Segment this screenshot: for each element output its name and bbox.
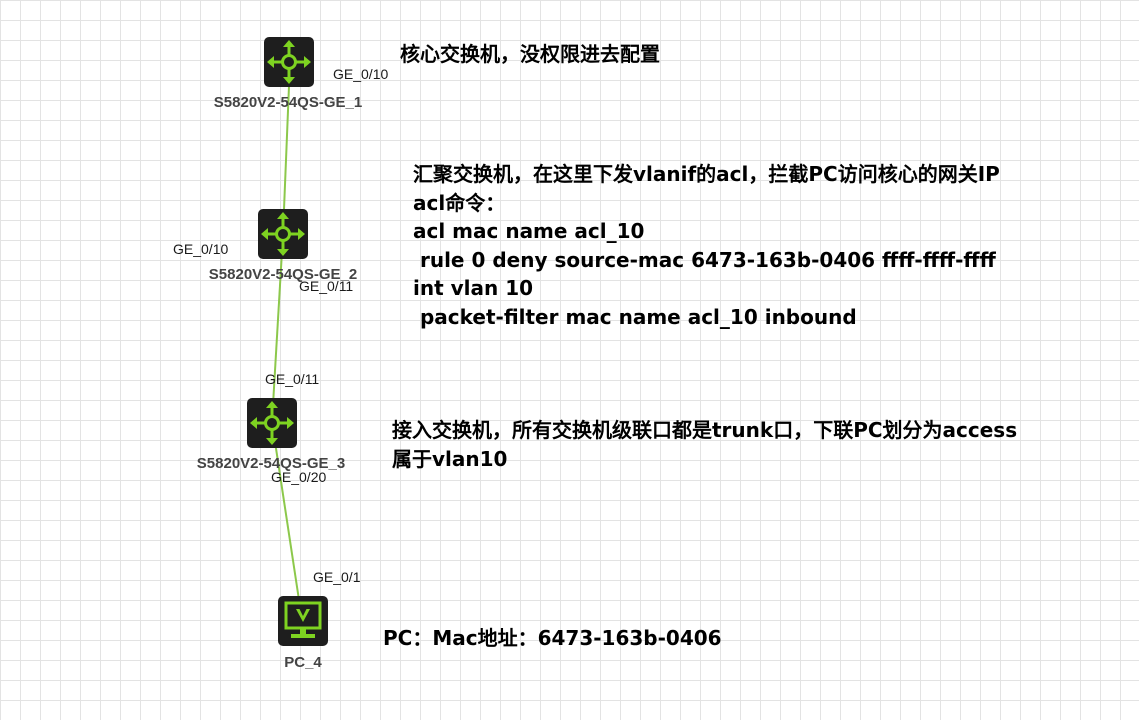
switch-node-1[interactable]	[264, 37, 314, 87]
port-label-sw2-up: GE_0/10	[173, 241, 229, 257]
switch-node-2[interactable]	[258, 209, 308, 259]
note-agg-line-1: 汇聚交换机，在这里下发vlanif的acl，拦截PC访问核心的网关IP	[413, 162, 1000, 186]
device-label-pc: PC_4	[284, 654, 322, 671]
note-agg-line-2: acl命令：	[413, 190, 506, 215]
device-label-2: S5820V2-54QS-GE_2	[208, 266, 358, 283]
switch-icon	[247, 398, 297, 448]
note-access-line-2: 属于vlan10	[392, 447, 508, 471]
note-agg-line-3: acl mac name acl_10	[413, 219, 645, 243]
device-label-1: S5820V2-54QS-GE_1	[213, 94, 363, 111]
switch-node-3[interactable]	[247, 398, 297, 448]
monitor-icon	[278, 596, 328, 646]
port-label-sw2-down: GE_0/11	[299, 278, 354, 294]
note-agg-line-5: int vlan 10	[413, 276, 534, 300]
link-sw2-sw3[interactable]	[271, 233, 284, 423]
port-label-sw3-up: GE_0/11	[265, 371, 320, 387]
note-access-line-1: 接入交换机，所有交换机级联口都是trunk口，下联PC划分为access	[392, 418, 1018, 442]
note-agg-line-6: packet-filter mac name acl_10 inbound	[413, 304, 857, 329]
pc-node[interactable]	[278, 596, 328, 646]
link-sw3-pc[interactable]	[271, 421, 300, 601]
note-access: 接入交换机，所有交换机级联口都是trunk口，下联PC划分为access 属于v…	[392, 416, 1017, 474]
switch-icon	[264, 37, 314, 87]
port-label-pc-up: GE_0/1	[313, 569, 361, 585]
note-pc-line: PC：Mac地址：6473-163b-0406	[383, 626, 722, 650]
note-agg-line-4: rule 0 deny source-mac 6473-163b-0406 ff…	[413, 247, 996, 272]
device-label-3: S5820V2-54QS-GE_3	[196, 455, 346, 472]
note-pc: PC：Mac地址：6473-163b-0406	[383, 624, 722, 652]
port-label-sw3-down: GE_0/20	[271, 469, 327, 485]
note-core-line: 核心交换机，没权限进去配置	[400, 42, 660, 66]
note-core: 核心交换机，没权限进去配置	[400, 40, 660, 68]
port-label-sw1-down: GE_0/10	[333, 66, 389, 82]
note-aggregation: 汇聚交换机，在这里下发vlanif的acl，拦截PC访问核心的网关IP acl命…	[413, 160, 1000, 331]
switch-icon	[258, 209, 308, 259]
